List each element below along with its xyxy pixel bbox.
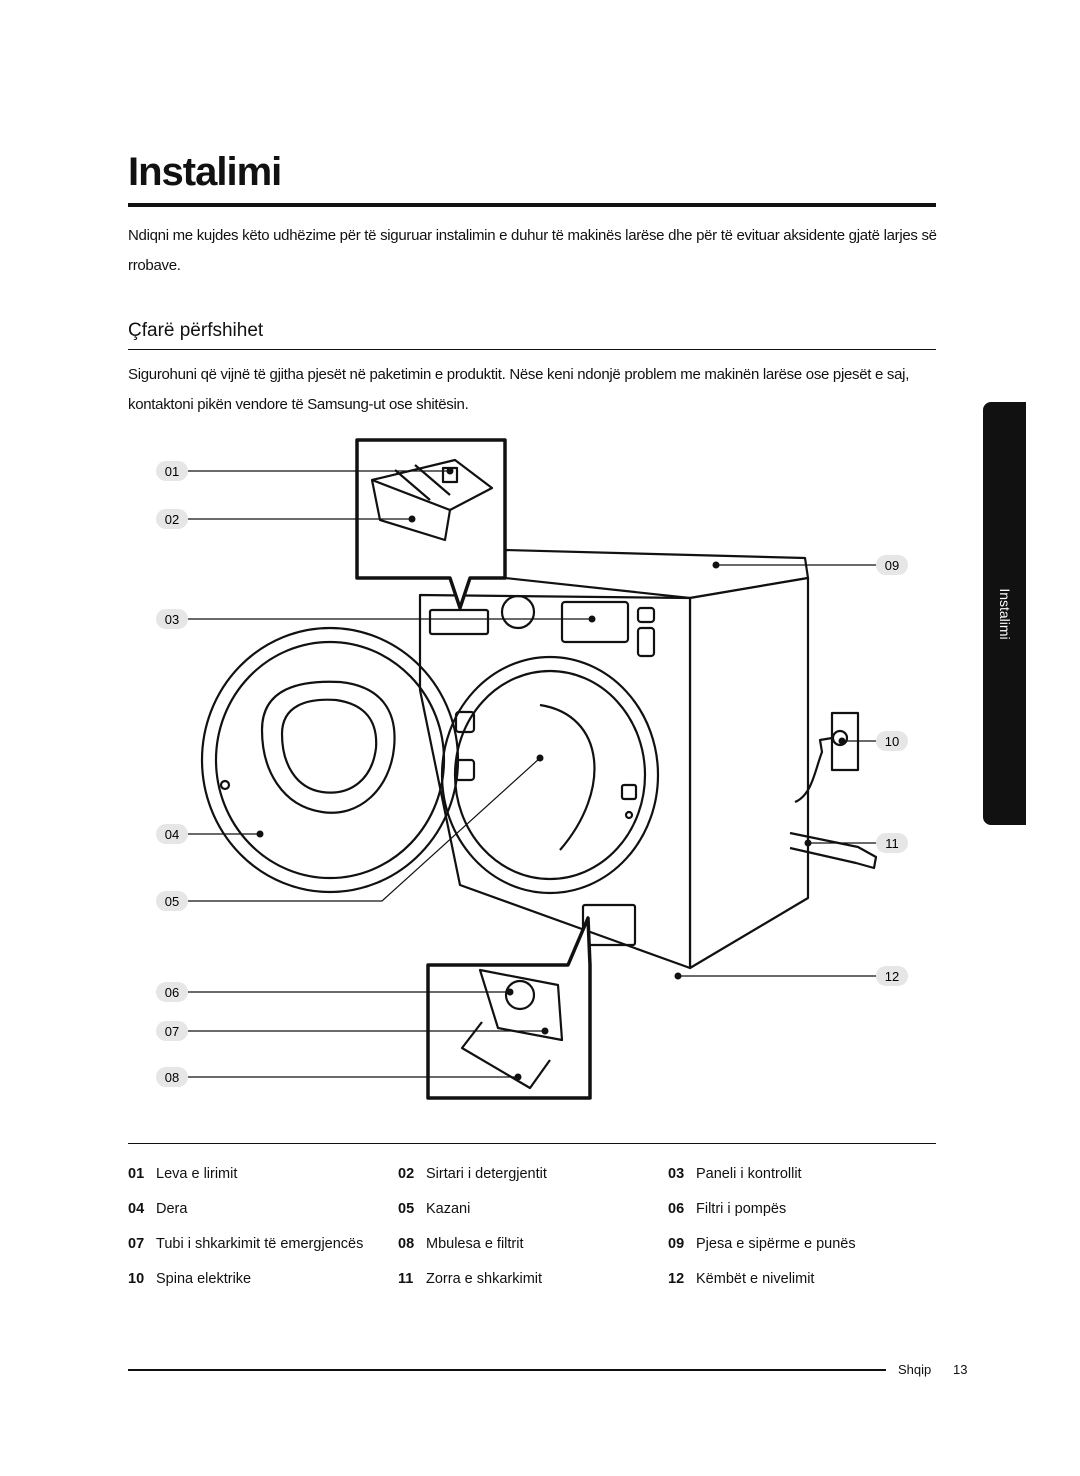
part-item: 04 Dera bbox=[128, 1191, 398, 1226]
chapter-side-tab[interactable]: Instalimi bbox=[983, 402, 1026, 825]
callout-07: 07 bbox=[156, 1021, 188, 1041]
part-number: 09 bbox=[668, 1235, 685, 1252]
part-item: 12 Këmbët e nivelimit bbox=[668, 1261, 938, 1296]
part-item: 05 Kazani bbox=[398, 1191, 668, 1226]
section-rule bbox=[128, 349, 936, 350]
svg-text:06: 06 bbox=[165, 985, 179, 1000]
callout-05: 05 bbox=[156, 891, 188, 911]
part-item: 11 Zorra e shkarkimit bbox=[398, 1261, 668, 1296]
callout-03: 03 bbox=[156, 609, 188, 629]
section-title: Çfarë përfshihet bbox=[128, 320, 264, 341]
part-item: 09 Pjesa e sipërme e punës bbox=[668, 1226, 938, 1261]
callout-09: 09 bbox=[876, 555, 908, 575]
part-number: 12 bbox=[668, 1270, 685, 1287]
part-item: 10 Spina elektrike bbox=[128, 1261, 398, 1296]
part-label: Paneli i kontrollit bbox=[696, 1165, 802, 1182]
title-rule bbox=[128, 203, 936, 207]
page-title: Instalimi bbox=[128, 150, 282, 194]
part-number: 06 bbox=[668, 1200, 685, 1217]
svg-text:04: 04 bbox=[165, 827, 179, 842]
part-number: 05 bbox=[398, 1200, 415, 1217]
part-number: 03 bbox=[668, 1165, 685, 1182]
part-number: 02 bbox=[398, 1165, 415, 1182]
parts-list: 01 Leva e lirimit 02 Sirtari i detergjenti… bbox=[128, 1156, 948, 1296]
section-paragraph: Sigurohuni që vijnë të gjitha pjesët në … bbox=[128, 366, 910, 413]
part-label: Spina elektrike bbox=[156, 1270, 252, 1287]
part-label: Tubi i shkarkimit të emergjencës bbox=[156, 1235, 364, 1252]
part-item: 06 Filtri i pompës bbox=[668, 1191, 938, 1226]
callout-04: 04 bbox=[156, 824, 188, 844]
svg-text:08: 08 bbox=[165, 1070, 179, 1085]
callout-02: 02 bbox=[156, 509, 188, 529]
part-item: 07 Tubi i shkarkimit të emergjencës bbox=[128, 1226, 398, 1261]
svg-text:11: 11 bbox=[885, 836, 899, 851]
callout-01: 01 bbox=[156, 461, 188, 481]
callout-10: 10 bbox=[876, 731, 908, 751]
svg-text:12: 12 bbox=[885, 969, 899, 984]
part-label: Pjesa e sipërme e punës bbox=[696, 1235, 856, 1252]
part-number: 01 bbox=[128, 1165, 145, 1182]
part-number: 11 bbox=[398, 1270, 414, 1287]
svg-text:03: 03 bbox=[165, 612, 179, 627]
part-number: 08 bbox=[398, 1235, 415, 1252]
svg-text:05: 05 bbox=[165, 894, 179, 909]
part-item: 02 Sirtari i detergjentit bbox=[398, 1156, 668, 1191]
intro-paragraph: Ndiqni me kujdes këto udhëzime për të si… bbox=[128, 227, 937, 274]
parts-rule bbox=[128, 1143, 936, 1144]
svg-text:02: 02 bbox=[165, 512, 179, 527]
part-label: Kazani bbox=[426, 1200, 471, 1217]
svg-text:01: 01 bbox=[165, 464, 179, 479]
footer-rule bbox=[128, 1369, 886, 1371]
callout-11: 11 bbox=[876, 833, 908, 853]
svg-text:09: 09 bbox=[885, 558, 899, 573]
part-label: Filtri i pompës bbox=[696, 1200, 787, 1217]
callout-12: 12 bbox=[876, 966, 908, 986]
page-number: 13 bbox=[953, 1362, 968, 1377]
part-number: 10 bbox=[128, 1270, 145, 1287]
part-label: Këmbët e nivelimit bbox=[696, 1270, 815, 1287]
part-label: Leva e lirimit bbox=[156, 1165, 238, 1182]
washing-machine-diagram: 01 02 03 04 05 06 07 08 09 10 11 12 bbox=[156, 438, 908, 1100]
part-item: 08 Mbulesa e filtrit bbox=[398, 1226, 668, 1261]
part-label: Zorra e shkarkimit bbox=[426, 1270, 543, 1287]
part-number: 04 bbox=[128, 1200, 145, 1217]
part-number: 07 bbox=[128, 1235, 145, 1252]
svg-text:10: 10 bbox=[885, 734, 899, 749]
callout-08: 08 bbox=[156, 1067, 188, 1087]
part-item: 03 Paneli i kontrollit bbox=[668, 1156, 938, 1191]
part-label: Mbulesa e filtrit bbox=[426, 1235, 524, 1252]
callout-06: 06 bbox=[156, 982, 188, 1002]
part-item: 01 Leva e lirimit bbox=[128, 1156, 398, 1191]
svg-text:07: 07 bbox=[165, 1024, 179, 1039]
footer-language: Shqip bbox=[898, 1362, 932, 1377]
part-label: Sirtari i detergjentit bbox=[426, 1165, 547, 1182]
part-label: Dera bbox=[156, 1200, 188, 1217]
